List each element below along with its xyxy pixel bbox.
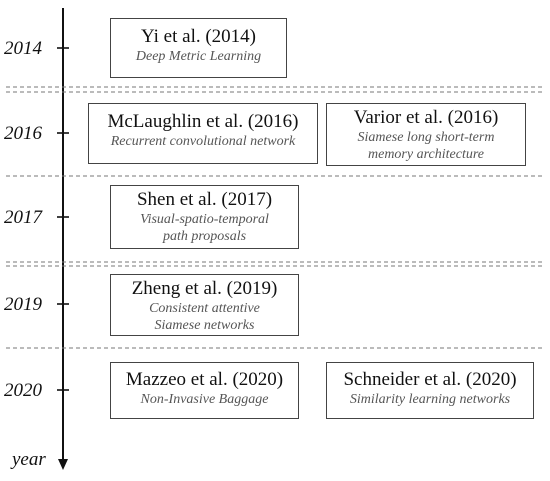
year-label-2019: 2019 [4, 294, 42, 315]
card-subtitle: Siamese long short-term memory architect… [357, 130, 495, 162]
year-label-2020: 2020 [4, 380, 42, 401]
timeline-card-mclaughlin-2016: McLaughlin et al. (2016) Recurrent convo… [88, 103, 318, 164]
card-title: Zheng et al. (2019) [131, 278, 278, 299]
card-title: Mazzeo et al. (2020) [125, 369, 284, 390]
card-title: McLaughlin et al. (2016) [107, 111, 299, 132]
timeline-card-yi-2014: Yi et al. (2014) Deep Metric Learning [110, 18, 287, 78]
year-label-2017: 2017 [4, 207, 42, 228]
card-subtitle: Visual-spatio-temporal path proposals [140, 212, 269, 244]
year-label-2014: 2014 [4, 38, 42, 59]
card-title: Yi et al. (2014) [140, 26, 257, 47]
card-title: Schneider et al. (2020) [343, 369, 517, 390]
card-subtitle: Deep Metric Learning [135, 49, 262, 64]
card-subtitle: Recurrent convolutional network [110, 134, 296, 149]
timeline-card-zheng-2019: Zheng et al. (2019) Consistent attentive… [110, 274, 299, 336]
timeline-card-shen-2017: Shen et al. (2017) Visual-spatio-tempora… [110, 185, 299, 249]
timeline-card-varior-2016: Varior et al. (2016) Siamese long short-… [326, 103, 526, 166]
card-subtitle: Non-Invasive Baggage [140, 392, 269, 407]
card-title: Varior et al. (2016) [353, 107, 499, 128]
timeline-arrow-icon [58, 459, 68, 470]
card-subtitle: Consistent attentive Siamese networks [149, 301, 260, 333]
card-title: Shen et al. (2017) [136, 189, 273, 210]
card-subtitle: Similarity learning networks [349, 392, 511, 407]
axis-label-year: year [12, 449, 46, 470]
timeline-card-mazzeo-2020: Mazzeo et al. (2020) Non-Invasive Baggag… [110, 362, 299, 419]
year-label-2016: 2016 [4, 123, 42, 144]
timeline-card-schneider-2020: Schneider et al. (2020) Similarity learn… [326, 362, 534, 419]
